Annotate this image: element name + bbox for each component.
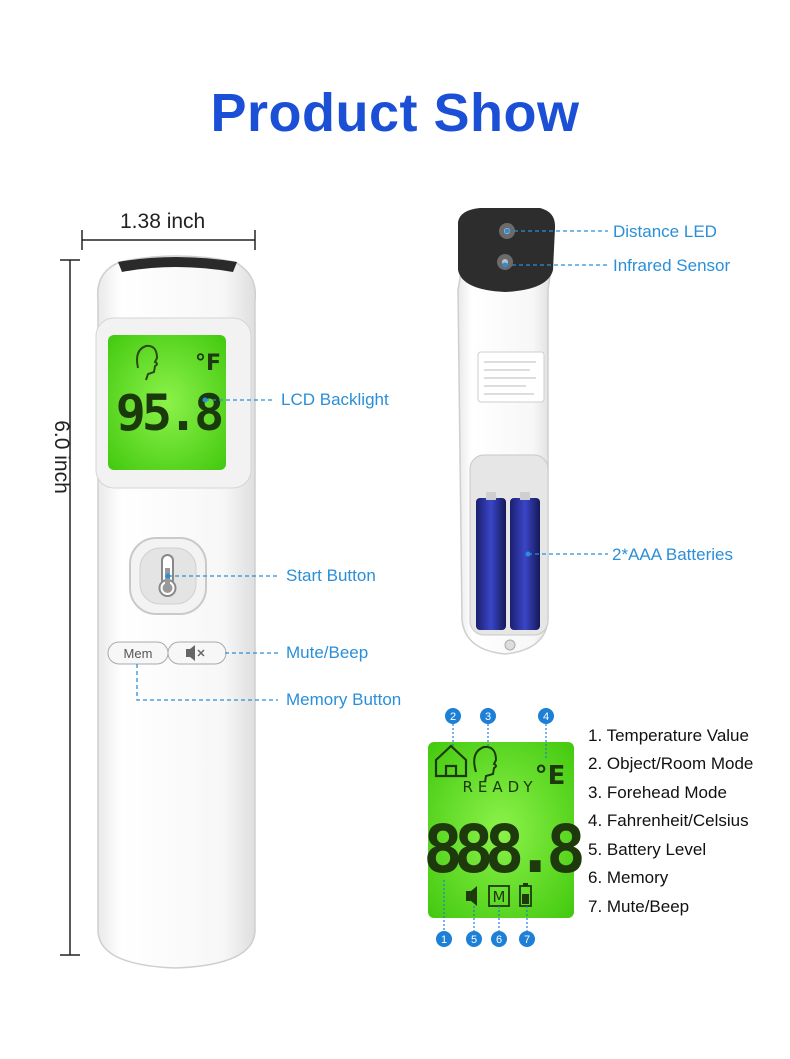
svg-text:4: 4: [543, 711, 549, 723]
start-button-label: Start Button: [286, 566, 376, 585]
battery-right: [510, 498, 540, 630]
mute-beep-label: Mute/Beep: [286, 643, 369, 662]
product-label-sticker: [477, 351, 545, 403]
head-icon: [473, 745, 498, 783]
thermometer-back-body: [457, 208, 556, 655]
batteries-label: 2*AAA Batteries: [612, 545, 733, 564]
speaker-mute-icon: [186, 645, 205, 661]
front-head-icon: [136, 344, 159, 381]
width-dimension-line: [81, 230, 256, 250]
height-dimension-line: [60, 259, 80, 956]
front-callout-lines: [136, 399, 278, 701]
lcd-backlight-label: LCD Backlight: [281, 390, 389, 409]
svg-text:1: 1: [441, 934, 447, 946]
speaker-mute-icon: [466, 886, 477, 906]
memory-button-label: Memory Button: [286, 690, 402, 709]
marker-5: 5: [466, 906, 482, 947]
front-unit-label: °F: [195, 351, 221, 376]
legend-item-6: 6. Memory: [588, 868, 669, 887]
unit-symbol: °E: [535, 761, 566, 791]
mem-button-label: Mem: [124, 646, 153, 661]
mute-button[interactable]: [167, 641, 227, 665]
marker-6: 6: [491, 906, 507, 947]
legend-item-3: 3. Forehead Mode: [588, 783, 727, 802]
marker-4: 4: [538, 708, 554, 760]
battery-icon: [519, 883, 532, 907]
legend-item-1: 1. Temperature Value: [588, 726, 749, 745]
lcd-digits: 888.8: [423, 811, 582, 888]
ready-text: READY: [462, 778, 537, 796]
distance-led-label: Distance LED: [613, 222, 717, 241]
width-dimension-label: 1.38 inch: [120, 210, 206, 233]
memory-mode-letter: M: [493, 888, 506, 906]
svg-text:2: 2: [450, 711, 456, 723]
legend-item-7: 7. Mute/Beep: [588, 897, 690, 916]
lcd-detail-panel: [428, 742, 574, 918]
front-temperature-reading: 95.8: [116, 384, 221, 442]
page-title: Product Show: [210, 83, 580, 143]
home-icon: [434, 744, 468, 778]
svg-text:6: 6: [496, 934, 502, 946]
legend-item-2: 2. Object/Room Mode: [588, 754, 754, 773]
front-lcd-screen: [108, 335, 226, 470]
svg-text:3: 3: [485, 711, 491, 723]
svg-text:7: 7: [524, 934, 530, 946]
legend-item-5: 5. Battery Level: [588, 840, 707, 859]
marker-1: 1: [436, 880, 452, 947]
legend-item-4: 4. Fahrenheit/Celsius: [588, 811, 749, 830]
back-callout-lines: [505, 230, 608, 555]
marker-3: 3: [480, 708, 496, 746]
infrared-sensor-label: Infrared Sensor: [613, 256, 731, 275]
svg-text:5: 5: [471, 934, 477, 946]
battery-left: [476, 498, 506, 630]
marker-7: 7: [519, 906, 535, 947]
marker-2: 2: [445, 708, 461, 746]
